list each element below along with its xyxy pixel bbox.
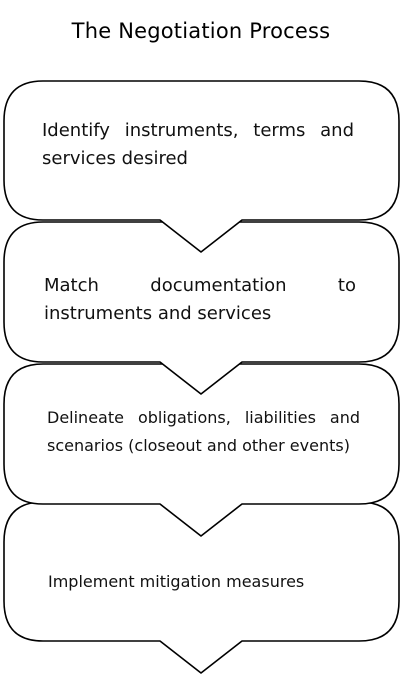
step-3-shape: [3, 363, 400, 537]
step-2-shape: [3, 221, 400, 395]
step-4-shape: [3, 501, 400, 674]
step-1-shape: [3, 80, 400, 253]
step-2-label: Match documentation to instruments and s…: [44, 275, 356, 324]
step-1-label: Identify instruments, terms and services…: [42, 120, 354, 169]
diagram-title: The Negotiation Process: [71, 19, 331, 43]
step-4-label: Implement mitigation measures: [48, 572, 305, 591]
step-3-label: Delineate obligations, liabilities and s…: [47, 408, 360, 455]
